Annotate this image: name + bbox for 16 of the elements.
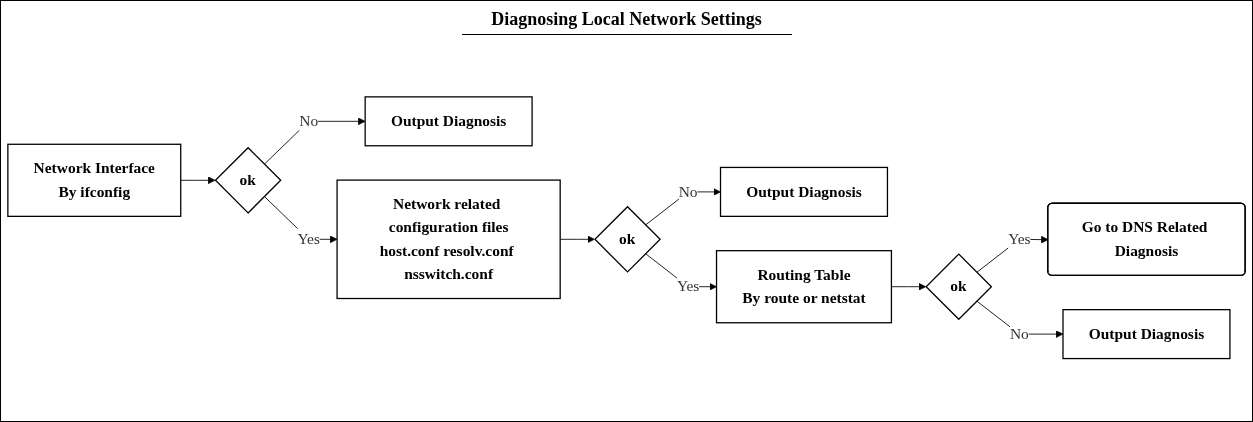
edge-label: Yes [676,277,700,296]
node-box: Output Diagnosis [719,167,889,218]
edge-label: No [1009,325,1029,343]
edge-label: No [299,112,319,130]
diagram-title: Diagnosing Local Network Settings [461,9,792,35]
node-box: Network related configuration files host.conf resolv.conf nsswitch.conf [336,179,561,300]
node-box: Network Interface By ifconfig [7,143,182,218]
node-box: Output Diagnosis [1062,309,1231,360]
node-diamond: ok [925,253,993,321]
node-box: Routing Table By route or netstat [715,250,893,324]
edge-label: Yes [297,230,320,248]
node-box: Output Diagnosis [364,96,533,147]
edge-label: Yes [1008,230,1031,248]
node-diamond: ok [214,147,282,215]
edge-label: No [678,183,698,201]
node-diamond: ok [594,206,662,274]
